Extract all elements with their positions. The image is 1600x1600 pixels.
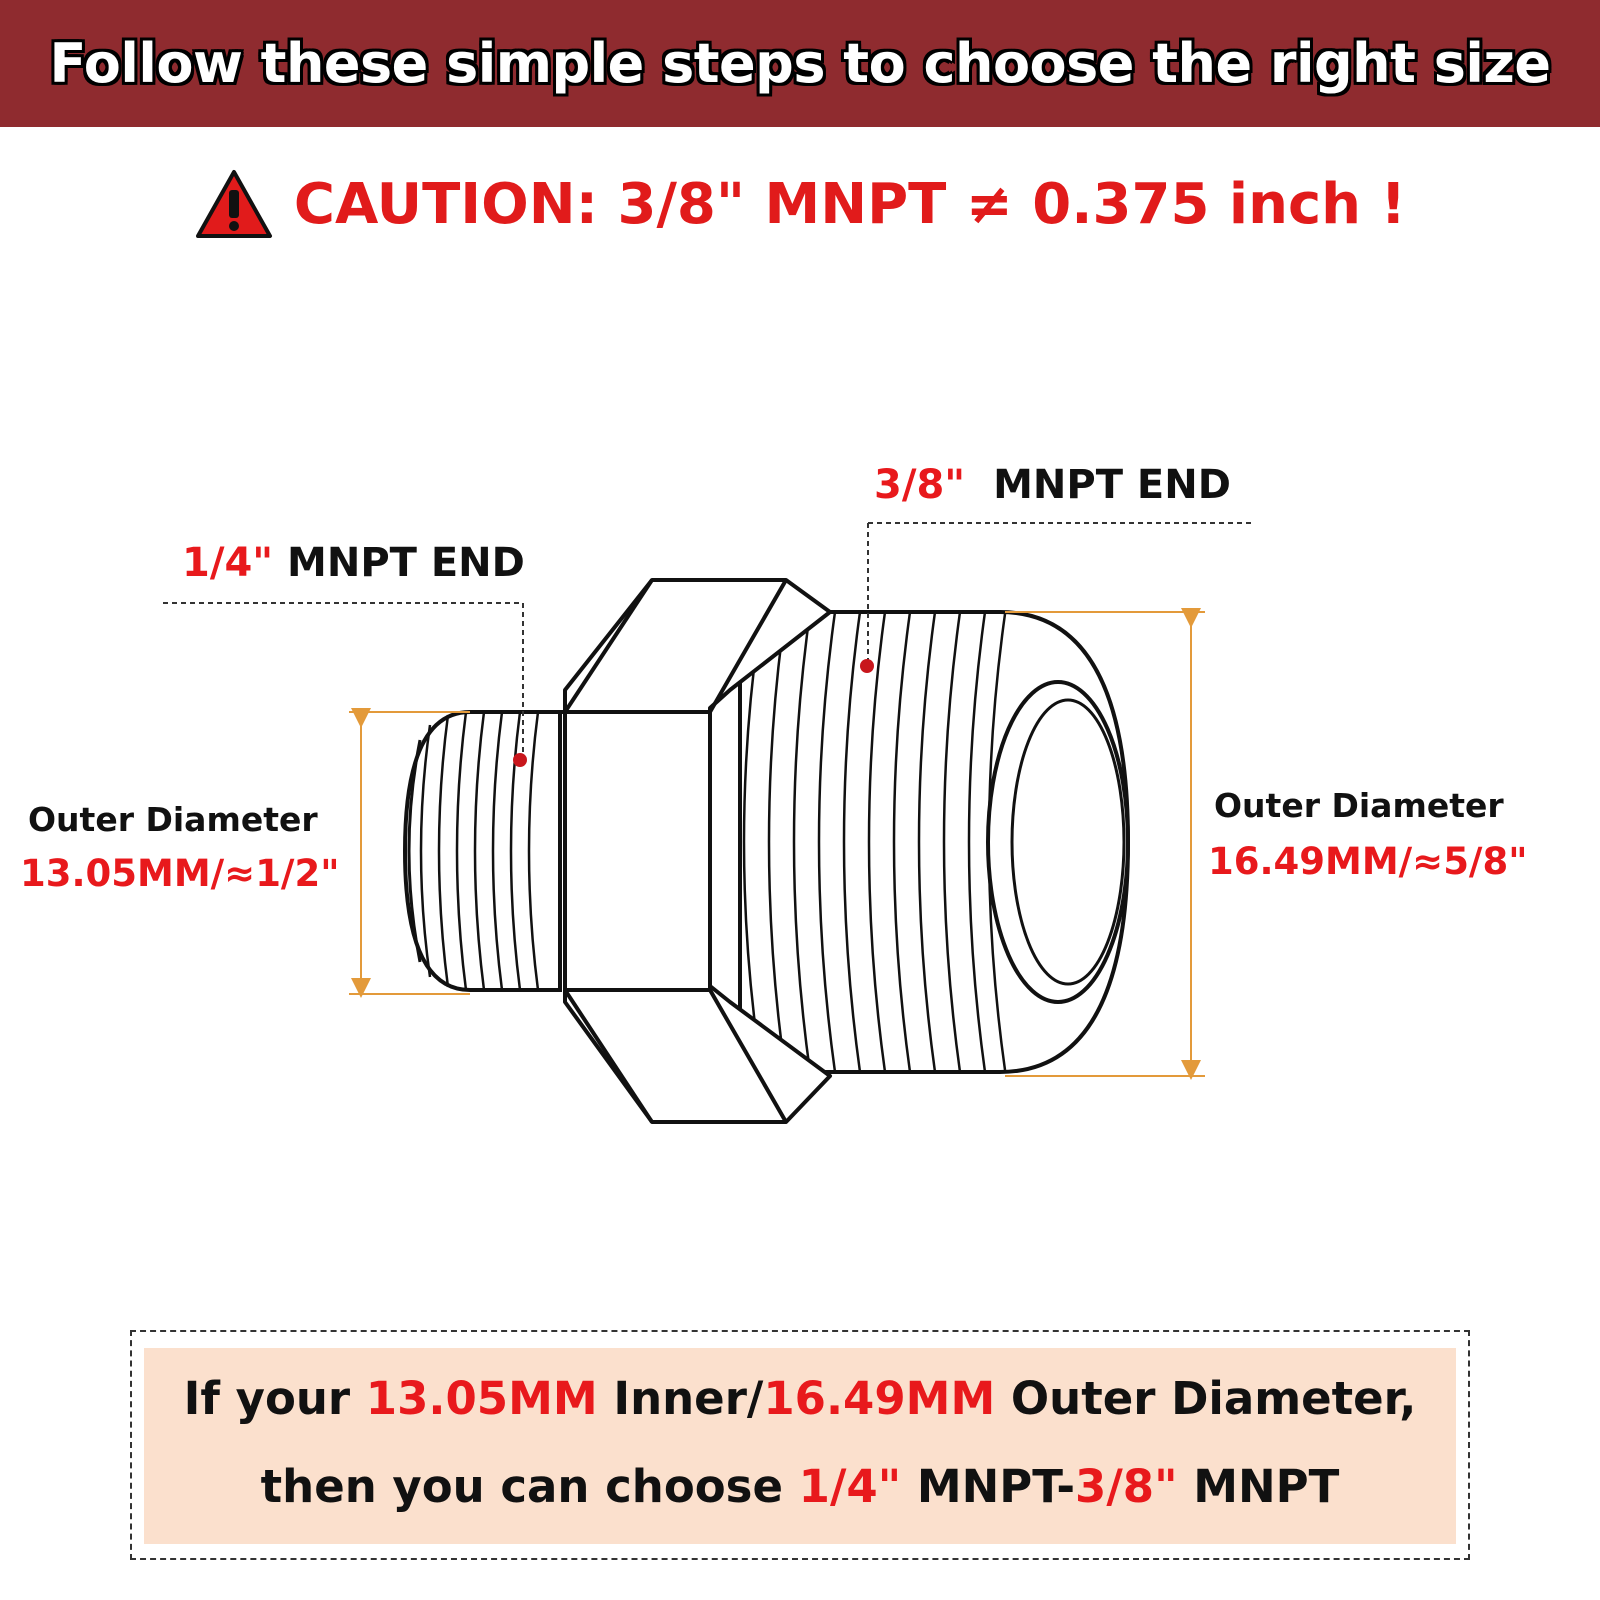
summary-text: Inner/	[597, 1372, 764, 1425]
right-dimension-label: Outer Diameter	[1214, 786, 1504, 825]
warning-triangle-icon	[195, 170, 272, 238]
caution-notice: CAUTION: 3/8" MNPT ≠ 0.375 inch !	[0, 168, 1600, 240]
summary-highlight: 13.05MM	[365, 1372, 598, 1425]
large-end-size: 3/8"	[874, 462, 966, 508]
summary-box: If your 13.05MM Inner/16.49MM Outer Diam…	[130, 1330, 1470, 1560]
caution-text: CAUTION: 3/8" MNPT ≠ 0.375 inch !	[293, 171, 1407, 237]
large-end-marker	[860, 659, 874, 673]
left-dimension-line	[349, 708, 470, 998]
summary-line-2: then you can choose 1/4" MNPT-3/8" MNPT	[144, 1460, 1456, 1513]
summary-line-1: If your 13.05MM Inner/16.49MM Outer Diam…	[144, 1372, 1456, 1425]
banner-title: Follow these simple steps to choose the …	[49, 32, 1551, 95]
summary-text: MNPT-	[901, 1460, 1076, 1513]
summary-panel: If your 13.05MM Inner/16.49MM Outer Diam…	[144, 1348, 1456, 1544]
small-end-callout: 1/4" MNPT END	[182, 540, 525, 586]
summary-text: then you can choose	[260, 1460, 799, 1513]
small-end-size: 1/4"	[182, 540, 274, 586]
left-dimension-value: 13.05MM/≈1/2"	[20, 852, 340, 895]
summary-text: Outer Diameter,	[995, 1372, 1417, 1425]
large-end-label: MNPT END	[993, 462, 1231, 508]
summary-highlight: 1/4"	[798, 1460, 902, 1513]
small-threaded-end	[402, 710, 562, 992]
header-banner: Follow these simple steps to choose the …	[0, 0, 1600, 127]
hex-nut	[560, 578, 832, 1124]
left-dimension-label: Outer Diameter	[28, 800, 318, 839]
summary-text: MNPT	[1177, 1460, 1340, 1513]
summary-highlight: 16.49MM	[763, 1372, 996, 1425]
callout-leaders	[163, 522, 1252, 760]
large-end-callout: 3/8" MNPT END	[874, 462, 1231, 508]
small-end-label: MNPT END	[273, 540, 525, 586]
right-dimension-line	[1005, 608, 1205, 1080]
summary-highlight: 3/8"	[1075, 1460, 1178, 1513]
summary-text: If your	[183, 1372, 366, 1425]
small-end-marker	[513, 753, 527, 767]
right-dimension-value: 16.49MM/≈5/8"	[1208, 840, 1528, 883]
large-threaded-end	[738, 610, 1131, 1074]
